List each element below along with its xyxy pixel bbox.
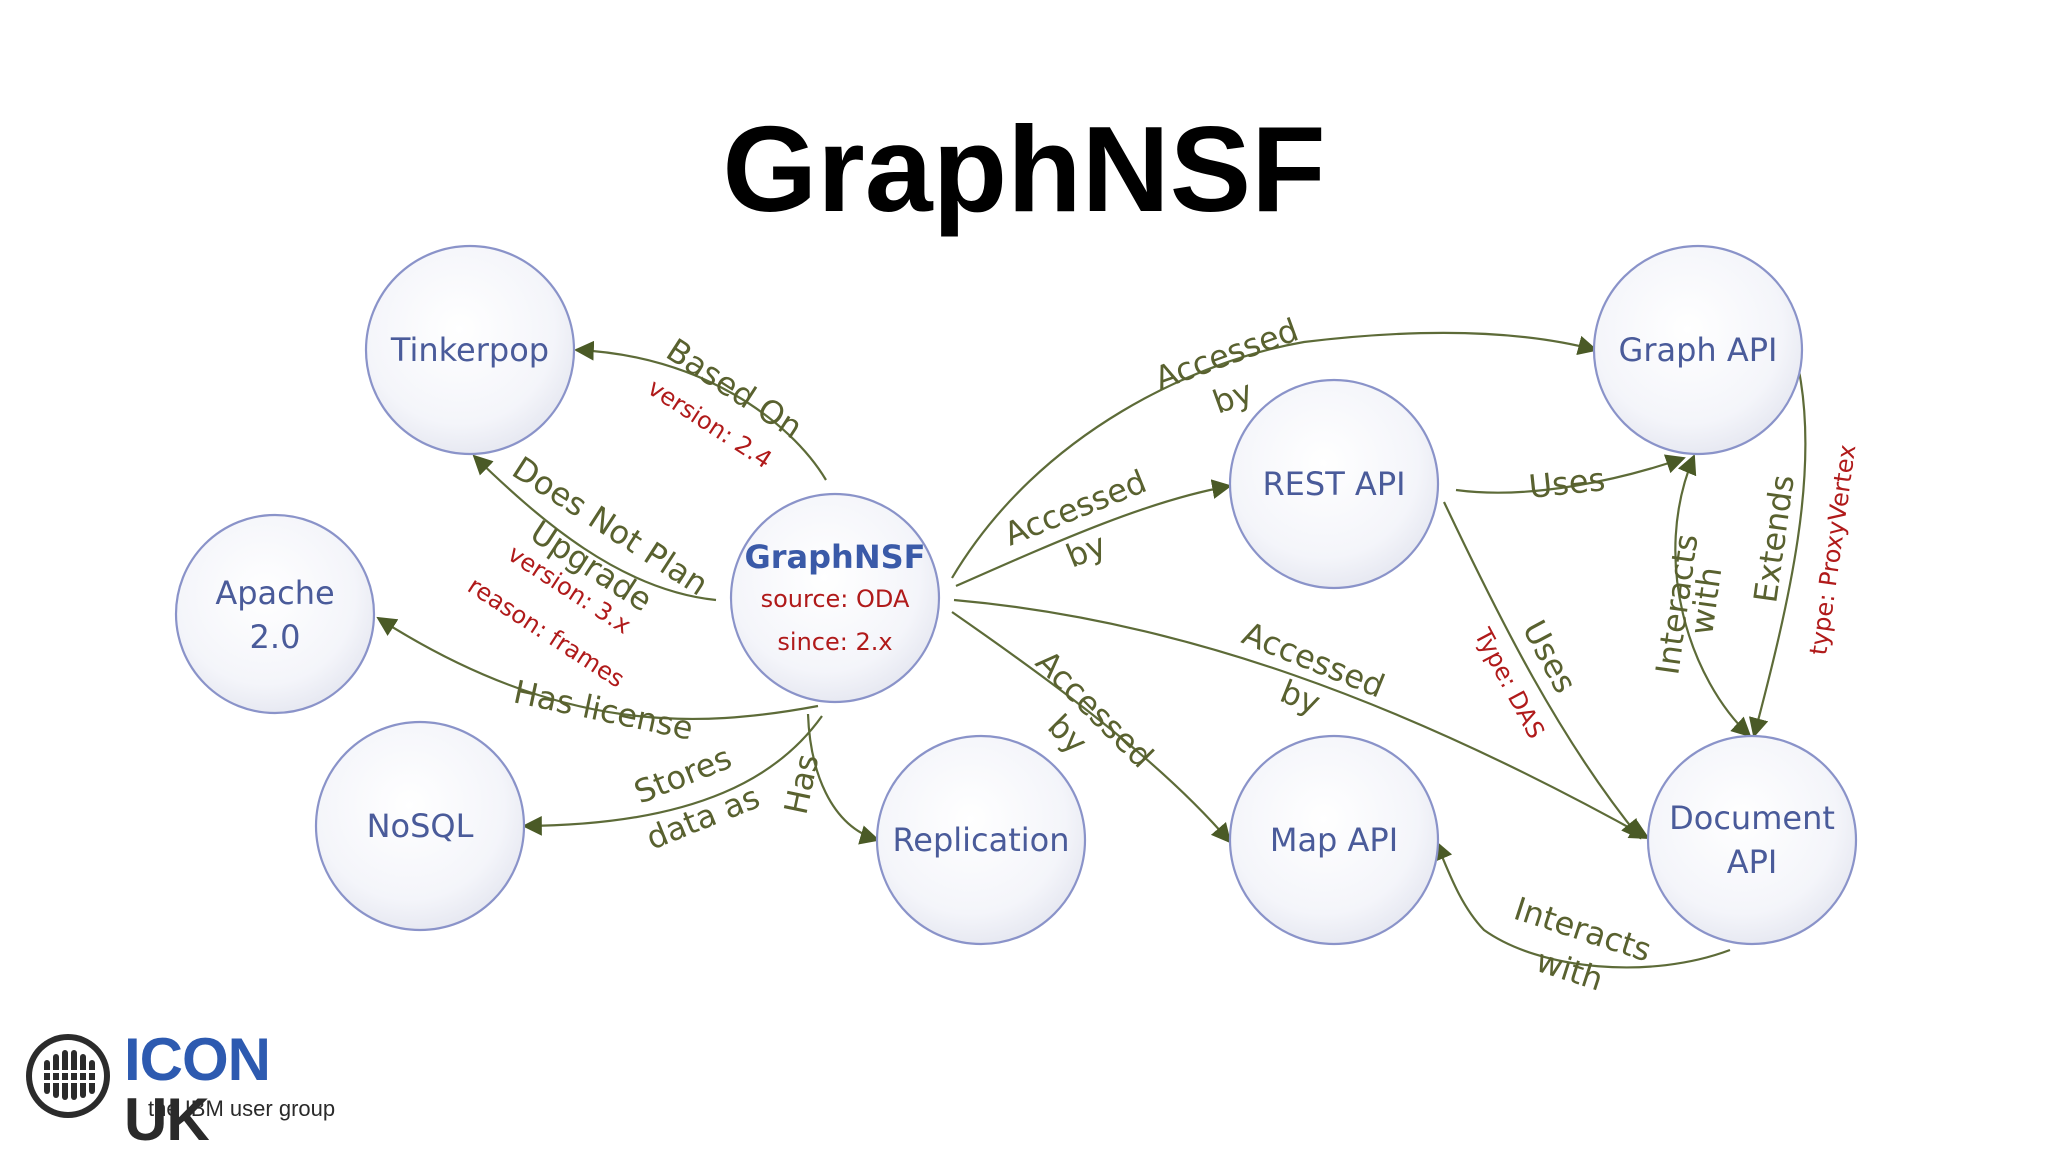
node-apache[interactable]: Apache 2.0	[174, 513, 376, 715]
logo-tagline: the IBM user group	[148, 1096, 336, 1121]
icon-uk-logo: ICON UK the IBM user group	[22, 1030, 362, 1150]
edge-accessed-by-map-api	[951, 611, 1232, 844]
edge-based-on	[574, 340, 827, 481]
node-label-map-api: Map API	[1270, 821, 1398, 859]
node-label-nosql: NoSQL	[367, 807, 474, 845]
icon-uk-emblem-icon	[26, 1034, 110, 1118]
node-tinkerpop[interactable]: Tinkerpop	[364, 244, 576, 456]
node-nosql[interactable]: NoSQL	[314, 720, 526, 932]
node-label-rest-api: REST API	[1262, 465, 1405, 503]
edge-has-license	[376, 616, 819, 721]
node-label-graph-api: Graph API	[1619, 331, 1778, 369]
edge-stores-data-as	[522, 715, 823, 836]
edge-does-not-plan-upgrade	[472, 454, 717, 602]
logo-icon-word: ICON	[124, 1026, 271, 1093]
edge-accessed-by-rest-api	[955, 479, 1232, 588]
edge-accessed-by-graph-api	[951, 331, 1598, 579]
edge-interacts-graph-document[interactable]	[1674, 454, 1752, 738]
edge-rest-uses-graph	[1455, 454, 1686, 494]
edge-label-interacts-graph-line2: with	[1682, 565, 1729, 638]
edge-sub-extends: type: ProxyVertex	[1804, 443, 1861, 657]
node-label-apache-line1: Apache	[215, 574, 334, 612]
edge-label-extends: Extends	[1746, 472, 1802, 605]
edge-rest-uses-document	[1443, 501, 1642, 840]
node-label-graphnsf: GraphNSF	[744, 538, 925, 576]
node-label-document-api-line2: API	[1727, 843, 1778, 881]
node-rest-api[interactable]: REST API	[1228, 378, 1440, 590]
edge-label-accessed-map-line1: Accessed	[1028, 643, 1161, 776]
logo-wordmark: ICON UK	[124, 1030, 362, 1150]
node-sub-graphnsf-source: source: ODA	[761, 585, 910, 613]
slide-title: GraphNSF	[722, 101, 1326, 237]
edge-interacts-map-document	[1433, 840, 1731, 969]
edge-label-has: Has	[777, 751, 827, 818]
node-label-document-api-line1: Document	[1669, 799, 1835, 837]
edge-has	[806, 713, 880, 845]
nodes: Tinkerpop Apache 2.0 NoSQL GraphNSF sour…	[174, 244, 1858, 946]
node-graph-api[interactable]: Graph API	[1592, 244, 1804, 456]
edge-accessed-by-document-api	[953, 598, 1650, 839]
node-replication[interactable]: Replication	[875, 734, 1087, 946]
node-map-api[interactable]: Map API	[1228, 734, 1440, 946]
node-label-apache-line2: 2.0	[250, 618, 301, 656]
node-label-replication: Replication	[892, 821, 1069, 859]
logo-uk-word: UK	[124, 1086, 210, 1153]
node-document-api[interactable]: Document API	[1646, 734, 1858, 946]
edges	[376, 331, 1807, 969]
node-graphnsf[interactable]: GraphNSF source: ODA since: 2.x	[729, 492, 941, 704]
edge-label-rest-uses-graph: Uses	[1527, 460, 1607, 506]
edge-extends	[1748, 365, 1807, 738]
node-sub-graphnsf-since: since: 2.x	[777, 628, 892, 656]
edge-label-accessed-graph-line2: by	[1208, 372, 1258, 421]
node-label-tinkerpop: Tinkerpop	[390, 331, 549, 369]
edge-label-accessed-rest-line2: by	[1061, 525, 1112, 575]
